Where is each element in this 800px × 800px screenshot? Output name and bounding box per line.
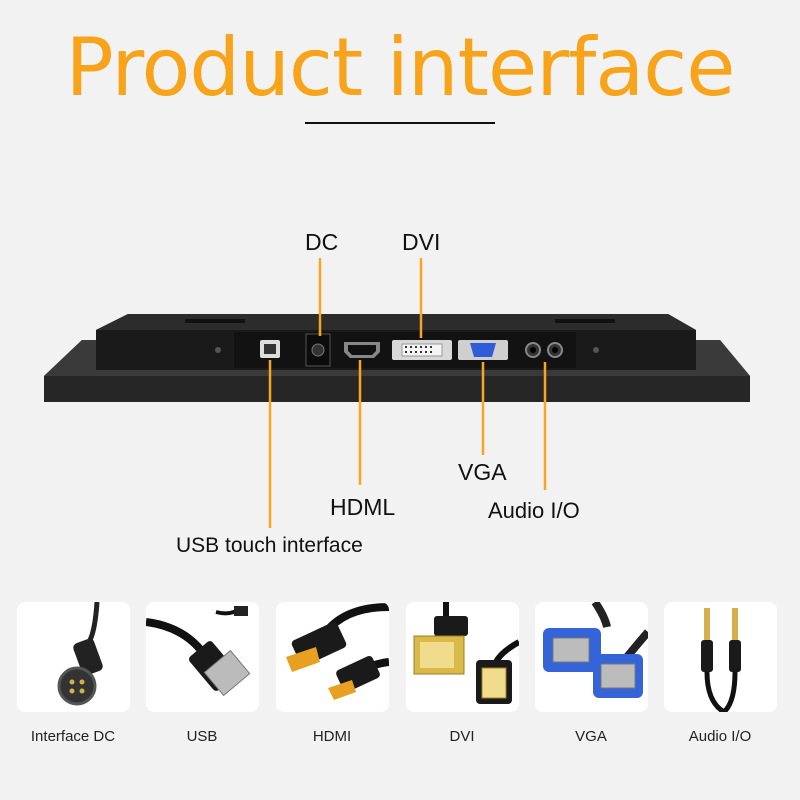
caption-vga: VGA <box>575 728 607 745</box>
usb-b-port <box>260 340 280 358</box>
page-title: Product interface <box>65 21 736 114</box>
audio-jacks <box>525 342 563 358</box>
dvi-port <box>392 340 452 360</box>
hdmi-cable-icon <box>286 603 389 700</box>
caption-audio: Audio I/O <box>688 728 752 745</box>
label-vga: VGA <box>458 459 507 485</box>
caption-dc: Interface DC <box>30 728 116 745</box>
vga-port <box>458 340 508 360</box>
hdmi-port <box>344 342 380 358</box>
label-dvi: DVI <box>402 229 441 255</box>
title-underline <box>305 122 495 124</box>
label-audio: Audio I/O <box>488 498 580 523</box>
caption-usb: USB <box>186 728 218 745</box>
cable-card-hdmi <box>276 602 389 712</box>
dc-plug-icon <box>57 602 103 706</box>
dvi-cable-icon <box>413 602 519 704</box>
usb-cable-icon <box>146 606 251 697</box>
dc-port <box>305 333 331 367</box>
cable-card-dvi <box>406 602 519 712</box>
audio-cable-icon <box>701 608 741 712</box>
cable-card-audio <box>664 602 777 712</box>
monitor-back-panel <box>44 258 750 528</box>
cable-card-dc <box>17 602 130 712</box>
leader-lines <box>268 258 547 528</box>
cable-card-vga <box>535 602 648 712</box>
label-hdmi: HDML <box>330 494 396 520</box>
caption-dvi: DVI <box>449 728 475 745</box>
vga-cable-icon <box>543 602 648 698</box>
label-usb: USB touch interface <box>176 534 363 557</box>
cable-card-usb <box>146 602 259 712</box>
caption-hdmi: HDMI <box>312 728 352 745</box>
label-dc: DC <box>305 229 339 255</box>
